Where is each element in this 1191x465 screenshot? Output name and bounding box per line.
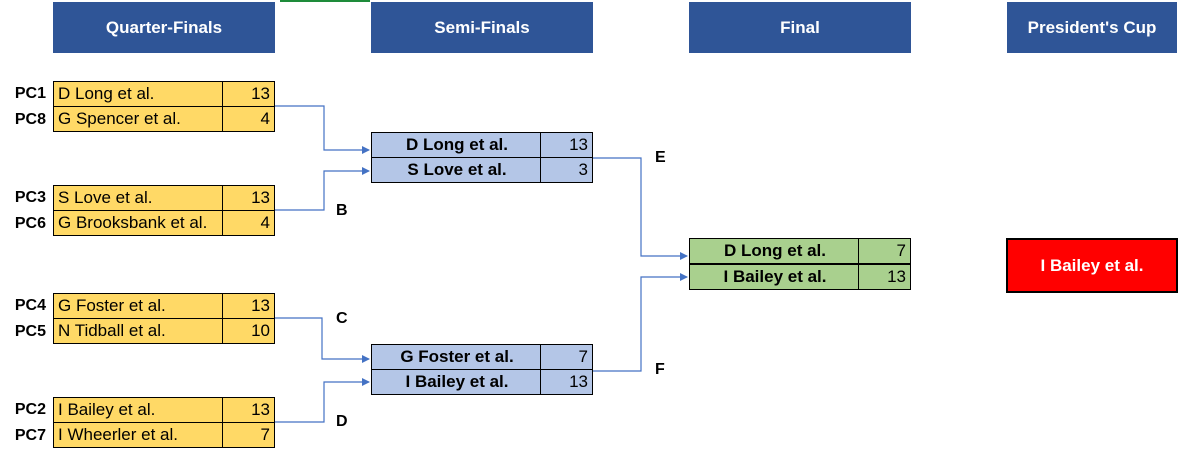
team-name: I Bailey et al. <box>723 267 827 286</box>
team-name: N Tidball et al. <box>58 321 166 340</box>
team-score: 4 <box>222 211 274 235</box>
team-name: G Brooksbank et al. <box>58 213 208 232</box>
team-name: I Wheerler et al. <box>58 425 178 444</box>
team-name: G Spencer et al. <box>58 109 181 128</box>
qf-team-row[interactable]: D Long et al. 13 <box>53 81 275 107</box>
qf-team-row[interactable]: G Spencer et al. 4 <box>53 106 275 132</box>
seed-label: PC2 <box>14 401 46 418</box>
team-score: 13 <box>858 265 910 289</box>
sf-team-row[interactable]: G Foster et al. 7 <box>371 344 593 370</box>
team-name: S Love et al. <box>407 160 507 179</box>
connector-d <box>275 378 370 423</box>
seed-label: PC8 <box>14 111 46 128</box>
team-score: 13 <box>222 186 274 210</box>
seed-label: PC1 <box>14 85 46 102</box>
connector-b <box>275 167 370 211</box>
seed-label: PC4 <box>14 297 46 314</box>
team-name: I Bailey et al. <box>405 372 509 391</box>
seed-label: PC6 <box>14 215 46 232</box>
header-semi-finals: Semi-Finals <box>371 2 593 53</box>
presidents-cup-winner[interactable]: I Bailey et al. <box>1006 238 1178 293</box>
final-team-row[interactable]: I Bailey et al. 13 <box>689 264 911 290</box>
sf-team-row[interactable]: S Love et al. 3 <box>371 157 593 183</box>
sf-team-row[interactable]: I Bailey et al. 13 <box>371 369 593 395</box>
team-score: 4 <box>222 107 274 131</box>
connector-c <box>275 317 370 363</box>
team-score: 7 <box>858 239 910 263</box>
header-quarter-finals: Quarter-Finals <box>53 2 275 53</box>
qf-team-row[interactable]: S Love et al. 13 <box>53 185 275 211</box>
team-score: 10 <box>222 319 274 343</box>
team-name: D Long et al. <box>58 84 155 103</box>
team-score: 13 <box>222 398 274 422</box>
seed-label: PC3 <box>14 189 46 206</box>
team-score: 13 <box>540 133 592 157</box>
team-score: 7 <box>222 423 274 447</box>
connector-a <box>275 105 370 154</box>
team-score: 13 <box>222 294 274 318</box>
match-label-e: E <box>655 149 666 166</box>
qf-team-row[interactable]: I Bailey et al. 13 <box>53 397 275 423</box>
header-presidents-cup: President's Cup <box>1007 2 1177 53</box>
qf-team-row[interactable]: G Foster et al. 13 <box>53 293 275 319</box>
team-score: 7 <box>540 345 592 369</box>
team-name: D Long et al. <box>724 241 826 260</box>
team-score: 13 <box>222 82 274 106</box>
team-score: 13 <box>540 370 592 394</box>
match-label-f: F <box>655 361 665 378</box>
seed-label: PC5 <box>14 323 46 340</box>
team-name: I Bailey et al. <box>58 400 156 419</box>
qf-team-row[interactable]: I Wheerler et al. 7 <box>53 422 275 448</box>
team-name: S Love et al. <box>58 188 153 207</box>
team-name: G Foster et al. <box>58 296 166 315</box>
match-label-d: D <box>336 413 348 430</box>
match-label-c: C <box>336 310 348 327</box>
team-score: 3 <box>540 158 592 182</box>
sheet-top-accent <box>280 0 370 2</box>
header-final: Final <box>689 2 911 53</box>
final-team-row[interactable]: D Long et al. 7 <box>689 238 911 264</box>
team-name: D Long et al. <box>406 135 508 154</box>
match-label-b: B <box>336 202 348 219</box>
connector-f <box>593 273 688 372</box>
connector-e <box>593 157 688 260</box>
team-name: G Foster et al. <box>400 347 514 366</box>
qf-team-row[interactable]: G Brooksbank et al. 4 <box>53 210 275 236</box>
seed-label: PC7 <box>14 427 46 444</box>
sf-team-row[interactable]: D Long et al. 13 <box>371 132 593 158</box>
qf-team-row[interactable]: N Tidball et al. 10 <box>53 318 275 344</box>
